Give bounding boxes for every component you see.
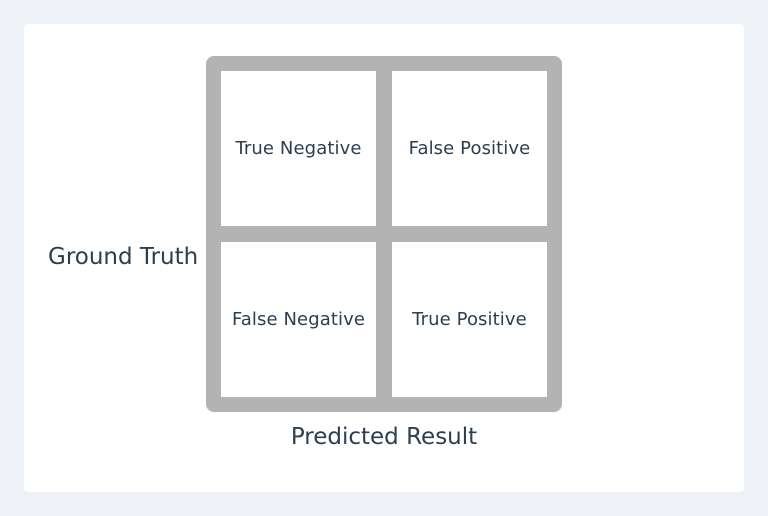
cell-true-negative: True Negative xyxy=(221,71,376,226)
cell-false-negative: False Negative xyxy=(221,242,376,397)
cell-true-positive: True Positive xyxy=(392,242,547,397)
cell-label-true-negative: True Negative xyxy=(235,138,362,159)
ground-truth-label: Ground Truth xyxy=(48,244,199,270)
cell-false-positive: False Positive xyxy=(392,71,547,226)
cell-label-true-positive: True Positive xyxy=(412,309,527,330)
cell-label-false-negative: False Negative xyxy=(231,309,366,330)
confusion-matrix: True Negative False Positive False Negat… xyxy=(206,56,562,412)
cell-label-false-positive: False Positive xyxy=(408,138,531,159)
predicted-result-label: Predicted Result xyxy=(290,424,478,450)
